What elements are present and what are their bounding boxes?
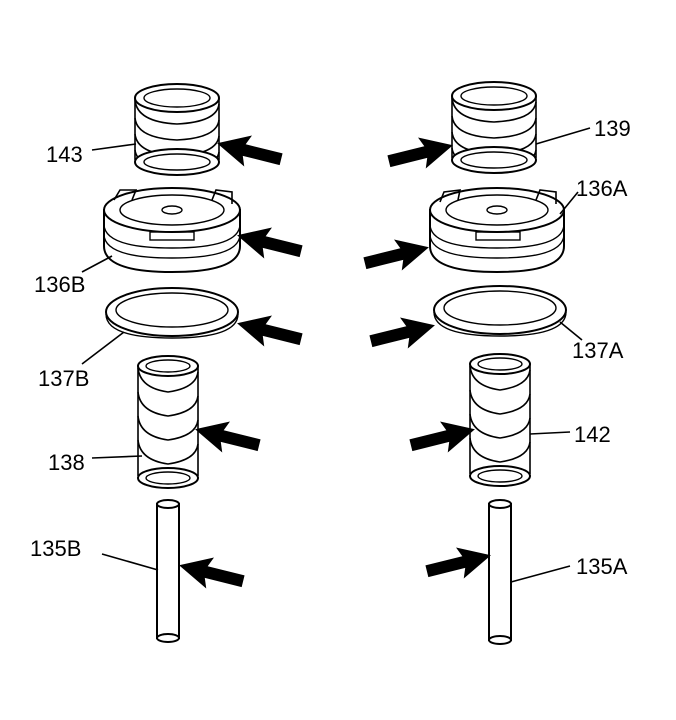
leader-136A — [559, 191, 579, 215]
label-139: 139 — [594, 116, 631, 141]
arrow-icon — [363, 239, 429, 271]
label-137B: 137B — [38, 366, 89, 391]
arrow-icon — [217, 135, 283, 167]
label-143: 143 — [46, 142, 83, 167]
label-135B: 135B — [30, 536, 81, 561]
seal-ring-137B — [105, 287, 239, 339]
leader-139 — [535, 127, 591, 145]
leader-138 — [91, 455, 143, 459]
piston-136A — [429, 187, 565, 274]
leader-136B — [81, 255, 113, 273]
arrow-icon — [237, 227, 303, 259]
spring-143 — [134, 83, 220, 176]
arrow-icon — [369, 317, 435, 349]
label-142: 142 — [574, 422, 611, 447]
spring-138 — [137, 355, 199, 489]
leader-137A — [559, 321, 583, 341]
leader-135A — [510, 565, 571, 583]
spring-142 — [469, 353, 531, 487]
label-138: 138 — [48, 450, 85, 475]
label-136B: 136B — [34, 272, 85, 297]
arrow-icon — [409, 421, 475, 453]
leader-142 — [529, 431, 571, 435]
pin-135A — [488, 499, 512, 645]
label-136A: 136A — [576, 176, 628, 201]
leader-137B — [81, 331, 125, 365]
label-135A: 135A — [576, 554, 628, 579]
arrow-icon — [387, 137, 453, 169]
arrow-icon — [179, 557, 245, 589]
arrow-icon — [237, 315, 303, 347]
label-137A: 137A — [572, 338, 624, 363]
piston-136B — [103, 187, 241, 274]
arrow-icon — [195, 421, 261, 453]
pin-135B — [156, 499, 180, 643]
leader-143 — [91, 143, 137, 151]
leader-135B — [101, 553, 159, 571]
spring-139 — [451, 81, 537, 174]
seal-ring-137A — [433, 285, 567, 337]
arrow-icon — [425, 547, 491, 579]
